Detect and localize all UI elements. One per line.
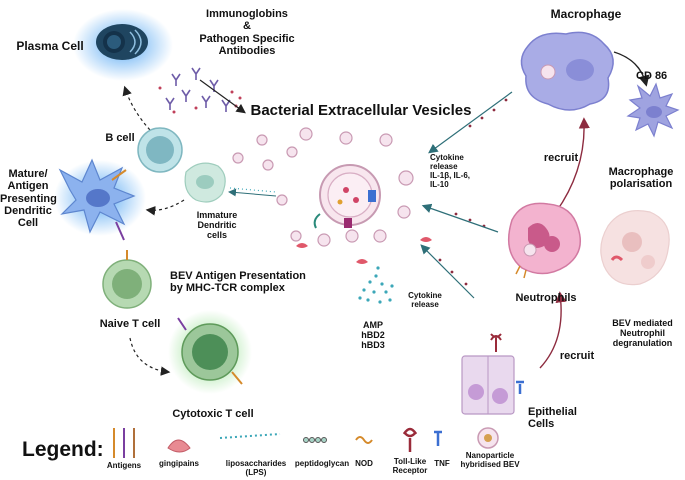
- gingipain-marks: [296, 237, 432, 264]
- plasma-cell: [73, 9, 173, 81]
- legend-label-nanoparticle-bev: Nanoparticle hybridised BEV: [460, 451, 520, 469]
- cd86-label: CD 86: [636, 70, 668, 82]
- legend-label-peptidoglycan: peptidoglycan: [294, 459, 350, 468]
- neutrophils-label: Neutrophils: [515, 292, 577, 304]
- immature-dc-label: Immature Dendritic cells: [196, 210, 238, 241]
- macrophage-polarisation-label: Macrophage polarisation: [608, 166, 674, 191]
- cytokine-dots-low: [438, 258, 468, 286]
- bev-degranulation-label: BEV mediated Neutrophil degranulation: [612, 318, 673, 349]
- arrow-immature-to-mature: [145, 199, 185, 216]
- legend-lps-icon: [219, 433, 281, 439]
- lps-dots: [229, 187, 277, 193]
- legend-gingipains-icon: [167, 439, 191, 453]
- amp-label: AMP hBD2 hBD3: [361, 320, 385, 351]
- b-cell-label: B cell: [105, 132, 135, 144]
- arrow-cytokine-top: [428, 91, 513, 154]
- arrow-neutrophil-to-bev: [421, 203, 499, 233]
- arrow-cytokine-low: [420, 244, 475, 299]
- arrow-naive-to-cytotoxic: [129, 337, 171, 376]
- neutrophil: [507, 202, 581, 279]
- antibodies-cluster: [165, 67, 231, 112]
- epithelial-cells: [461, 333, 524, 415]
- legend-tlr-icon: [402, 427, 418, 452]
- legend-label-tlr: Toll-Like Receptor: [392, 457, 428, 475]
- arrow-bev-to-immature-dc: [228, 188, 277, 197]
- immunoglobins-label: Immunoglobins & Pathogen Specific Antibo…: [199, 8, 295, 57]
- legend-tnf-icon: [434, 430, 442, 446]
- cytokine-dots-mid: [454, 212, 486, 228]
- immature-dendritic-cell: [184, 162, 226, 203]
- legend-label-antigens: Antigens: [106, 461, 142, 470]
- naive-t-cell-label: Naive T cell: [99, 318, 161, 330]
- main-title: Bacterial Extracellular Vesicles: [250, 102, 472, 119]
- degranulated-neutrophil: [600, 210, 670, 286]
- central-bev: [313, 164, 381, 229]
- mature-dc-label: Mature/ Antigen Presenting Dendritic Cel…: [0, 168, 57, 230]
- recruit-1-label: recruit: [543, 152, 579, 164]
- plasma-cell-label: Plasma Cell: [16, 39, 84, 53]
- legend-label-tnf: TNF: [434, 459, 450, 468]
- arrow-recruit-macrophage: [555, 117, 590, 213]
- arrow-macrophage-to-polarisation: [613, 51, 650, 87]
- arrow-recruit-neutrophil: [539, 291, 567, 369]
- recruit-2-label: recruit: [559, 350, 595, 362]
- cytotoxic-t-cell: [168, 310, 252, 394]
- legend-nanoparticle-bev-icon: [477, 427, 499, 449]
- cytokine-release-1-label: Cytokine release IL-1β, IL-6, IL-10: [430, 153, 470, 189]
- legend-icons: [113, 427, 499, 458]
- gingipain-near-degranulation: [610, 255, 624, 262]
- arrow-bcell-to-plasma: [122, 85, 151, 131]
- cytokine-dots-top: [468, 98, 508, 128]
- b-cell: [137, 127, 183, 173]
- mature-dendritic-cell: [54, 158, 146, 241]
- legend-nod-icon: [355, 436, 373, 444]
- amp-cluster: [358, 266, 394, 304]
- cytokine-release-2-label: Cytokine release: [408, 291, 442, 309]
- legend-label-gingipains: gingipains: [159, 459, 199, 468]
- epithelial-cells-label: Epithelial Cells: [528, 406, 577, 431]
- bev-antigen-presentation-label: BEV Antigen Presentation by MHC-TCR comp…: [170, 270, 306, 295]
- naive-t-cell: [102, 250, 152, 309]
- cytotoxic-t-cell-label: Cytotoxic T cell: [172, 408, 254, 420]
- legend-peptidoglycan-icon: [303, 437, 327, 443]
- legend-label-nod: NOD: [355, 459, 373, 468]
- legend-antigens-icon: [113, 428, 135, 458]
- legend-title: Legend:: [22, 438, 104, 461]
- arrow-antibodies-to-bev: [199, 79, 246, 114]
- small-vesicles: [232, 127, 414, 247]
- macrophage: [520, 31, 614, 111]
- macrophage-label: Macrophage: [550, 7, 622, 21]
- polarised-macrophage: [626, 82, 680, 138]
- legend-label-lps: liposaccharides (LPS): [225, 459, 287, 477]
